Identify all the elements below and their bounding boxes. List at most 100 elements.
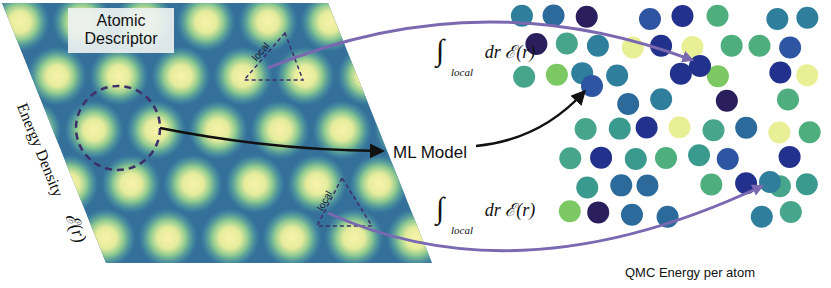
descriptor-label-box: Atomic Descriptor xyxy=(68,8,174,53)
density-peak xyxy=(361,262,421,288)
density-peak xyxy=(423,262,483,288)
density-peak xyxy=(89,46,149,106)
energy-dot xyxy=(681,36,703,58)
energy-dot xyxy=(543,4,565,26)
energy-dot xyxy=(766,8,788,30)
density-peak xyxy=(113,262,173,288)
math-symbol: ℰ(r) xyxy=(62,211,90,246)
energy-dot xyxy=(707,5,729,27)
energy-dot xyxy=(621,204,643,226)
energy-dot xyxy=(590,147,612,169)
density-peak xyxy=(151,46,211,106)
integral-sign: ∫ xyxy=(436,35,444,65)
density-peak xyxy=(250,100,310,160)
energy-dot xyxy=(576,176,598,198)
density-peak xyxy=(324,208,384,268)
density-peak xyxy=(176,0,236,52)
energy-dot xyxy=(636,175,658,197)
energy-dot xyxy=(735,117,757,139)
energy-dot xyxy=(670,63,692,85)
integral-limit: local xyxy=(451,67,473,78)
energy-dot xyxy=(671,5,693,27)
energy-dot xyxy=(799,121,821,143)
integral-body: dr ℰ(r) xyxy=(485,43,536,61)
density-peak xyxy=(64,100,124,160)
density-peak xyxy=(27,46,87,106)
energy-density-map xyxy=(0,0,607,288)
energy-dot xyxy=(779,146,801,168)
density-peak xyxy=(225,154,285,214)
energy-dot xyxy=(606,64,628,86)
energy-dot xyxy=(721,35,743,57)
energy-dot xyxy=(716,90,738,112)
density-peak xyxy=(300,0,360,52)
energy-dot xyxy=(759,171,781,193)
density-peak xyxy=(0,262,49,288)
energy-dot xyxy=(768,121,790,143)
density-peak xyxy=(547,262,607,288)
model-label: ML Model xyxy=(393,144,467,161)
energy-dot xyxy=(703,119,725,141)
descriptor-circle xyxy=(76,86,160,170)
energy-dot xyxy=(587,35,609,57)
density-peak xyxy=(0,0,50,52)
energy-dot xyxy=(779,36,801,58)
energy-dot xyxy=(751,206,773,228)
density-peak xyxy=(101,154,161,214)
density-peak xyxy=(262,208,322,268)
density-peak xyxy=(163,154,223,214)
integral-arrow xyxy=(328,186,762,251)
energy-dot xyxy=(581,75,603,97)
energy-dot xyxy=(546,64,568,86)
energy-dot xyxy=(689,55,711,77)
density-peak xyxy=(0,46,25,106)
energy-dot xyxy=(688,144,710,166)
energy-dot xyxy=(559,147,581,169)
integral-arrow xyxy=(268,22,692,68)
density-peak xyxy=(51,262,111,288)
energy-dot xyxy=(559,200,581,222)
density-peak xyxy=(0,154,37,214)
energy-dot xyxy=(625,148,647,170)
density-peak xyxy=(287,154,347,214)
energy-dot xyxy=(639,8,661,30)
energy-dot xyxy=(513,66,535,88)
energy-dot xyxy=(556,32,578,54)
energy-dot xyxy=(650,88,672,110)
density-peak xyxy=(399,46,459,106)
energy-dot xyxy=(780,201,802,223)
energy-dot xyxy=(610,174,632,196)
density-peak xyxy=(200,208,260,268)
density-peak xyxy=(237,262,297,288)
density-peak xyxy=(138,208,198,268)
energy-dot xyxy=(587,201,609,223)
density-peak xyxy=(299,262,359,288)
energy-dot xyxy=(655,147,677,169)
energy-dot xyxy=(796,64,818,86)
energy-dot xyxy=(769,62,791,84)
energy-dot xyxy=(796,173,818,195)
energy-dot xyxy=(576,6,598,28)
energy-dot xyxy=(617,93,639,115)
density-peak xyxy=(337,46,397,106)
integral-body: dr ℰ(r) xyxy=(485,201,536,219)
density-peak xyxy=(485,262,545,288)
density-peak xyxy=(498,100,558,160)
energy-dot xyxy=(575,118,597,140)
energy-dot xyxy=(717,148,739,170)
density-peak xyxy=(188,100,248,160)
energy-dot xyxy=(668,116,690,138)
energy-dot xyxy=(636,116,658,138)
energy-dot xyxy=(700,174,722,196)
energy-dot xyxy=(777,89,799,111)
model-output-arrow xyxy=(476,92,584,146)
density-peak xyxy=(0,208,12,268)
energy-dot xyxy=(796,7,818,29)
density-peak xyxy=(175,262,235,288)
node-text: Atomic Descriptor xyxy=(73,12,169,49)
model-input-arrow xyxy=(160,128,382,151)
energy-dot xyxy=(609,118,631,140)
energy-dot xyxy=(749,35,771,57)
integral-sign: ∫ xyxy=(436,193,444,223)
axis-caption: QMC Energy per atom xyxy=(625,266,755,279)
